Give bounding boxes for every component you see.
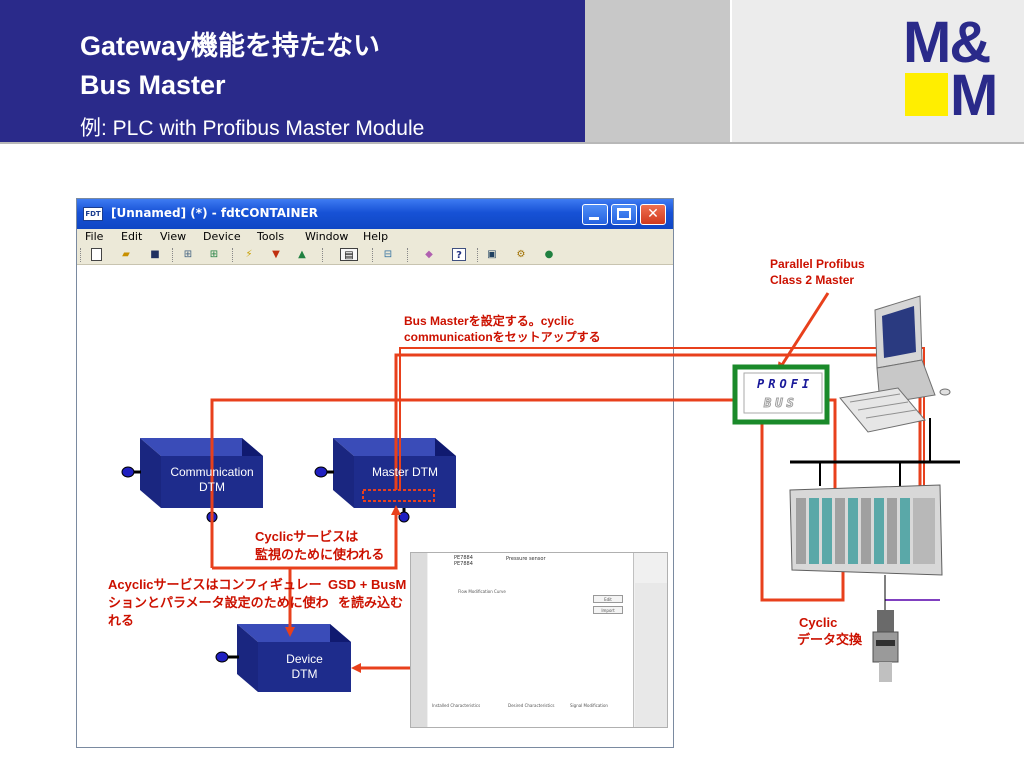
network-icon[interactable]: ⊞ [183,249,193,260]
new-file-icon[interactable] [91,248,102,261]
company-logo-bottom: M [950,63,999,128]
menu-tools[interactable]: Tools [257,230,285,243]
device-dtm-box [237,624,351,692]
inset-edit-button[interactable]: Edit [593,595,623,603]
inset-import-button[interactable]: Import [593,606,623,614]
computer-illustration [839,295,951,433]
download-icon[interactable]: ▼ [272,249,280,260]
master-dtm-label: Master DTM [372,465,438,479]
cyclic-service-annotation: Cyclicサービスは 監視のために使われる [255,529,385,562]
slide-title-line2: Bus Master [80,70,226,100]
window-title: [Unnamed] (*) - fdtCONTAINER [111,206,318,220]
inset-header-b: PE7884 [454,561,473,567]
acyclic-service-annotation: Acyclicサービスはコンフィギュレー ションとパラメータ設定のために使わ れ… [108,577,329,628]
inset-tab-signal[interactable]: Signal Modification [570,703,608,708]
slide-subtitle: 例: PLC with Profibus Master Module [80,117,425,140]
master-dtm-left-pin [314,466,334,478]
open-folder-icon[interactable]: ▰ [122,249,130,260]
header-grey-band [585,0,730,142]
inset-tab-desired[interactable]: Desired Characteristics [508,703,555,708]
menu-help[interactable]: Help [363,230,389,243]
menu-file[interactable]: File [85,230,104,243]
plug-icon[interactable]: ● [544,249,554,260]
bus-master-annotation: Bus Masterを設定する。cyclic communicationをセット… [404,314,601,344]
device-dtm-label: Device DTM [286,652,323,681]
header-rule [0,142,1024,144]
inset-header-title: Pressure sensor [506,556,546,562]
parallel-master-arrow [777,292,830,373]
minimize-icon [589,217,599,220]
header-band [0,0,585,142]
window-icon[interactable]: ▣ [487,249,497,260]
header-logo-band [732,0,1024,142]
cyclic-to-master-arrow [290,505,401,570]
header-divider [730,0,732,142]
parallel-master-annotation: Parallel Profibus Class 2 Master [770,257,865,287]
window-titlebar[interactable]: FDT [Unnamed] (*) - fdtCONTAINER ✕ [77,199,673,229]
inset-tab-installed[interactable]: Installed Characteristics [432,703,481,708]
gsd-annotation: GSD + BusM を読み込む [328,577,407,610]
topology-icon[interactable]: ⊟ [383,249,393,260]
minimize-button[interactable] [582,204,608,225]
close-button[interactable]: ✕ [640,204,666,225]
close-icon: ✕ [647,206,659,222]
device-dtm-left-pin [215,651,239,663]
network-add-icon[interactable]: ⊞ [209,249,219,260]
pressure-sensor-illustration [872,610,899,682]
inset-header-a: PE7884 [454,555,473,561]
master-dtm-highlight [362,489,435,502]
menu-view[interactable]: View [160,230,187,243]
profibus-module [732,364,830,425]
cyclic-exchange-annotation: Cyclic データ交換 [797,615,863,647]
menu-window[interactable]: Window [305,230,349,243]
communication-dtm-left-pin [121,466,141,478]
fdt-app-icon: FDT [83,207,103,221]
profibus-logo-top: PROFI [757,377,814,391]
maximize-icon [617,208,631,220]
settings-icon[interactable]: ⚙ [516,249,526,260]
dtm-parameter-screenshot: PE7884 PE7884 Pressure sensor Flow Modif… [410,552,668,728]
cyclic-monitor-arrow [210,398,840,568]
communication-dtm-label: Communication DTM [170,465,254,494]
plc-rack [789,484,943,576]
company-logo-top: M& [903,10,991,75]
toolbar: ▰ ■ ⊞ ⊞ ⚡ ▼ ▲ ▤ ⊟ ◆ ? ▣ ⚙ ● [77,245,673,265]
profibus-logo-bottom: BUS [764,396,798,411]
help-icon[interactable]: ? [452,248,466,261]
master-dtm-box [333,438,456,508]
master-dtm-bottom-pin [398,508,410,523]
inset-panel-title: Flow Modification Curve [458,589,506,594]
save-icon[interactable]: ■ [150,249,160,260]
upload-icon[interactable]: ▲ [298,249,306,260]
eraser-icon[interactable]: ◆ [425,249,433,260]
menu-device[interactable]: Device [203,230,241,243]
maximize-button[interactable] [611,204,637,225]
menu-bar: File Edit View Device Tools Window Help [77,229,673,245]
dtm-view-icon[interactable]: ▤ [340,248,358,261]
connect-icon[interactable]: ⚡ [245,249,253,260]
company-logo-yellow-square [905,73,948,116]
menu-edit[interactable]: Edit [121,230,143,243]
slide-title: Gateway機能を持たない [80,31,381,61]
